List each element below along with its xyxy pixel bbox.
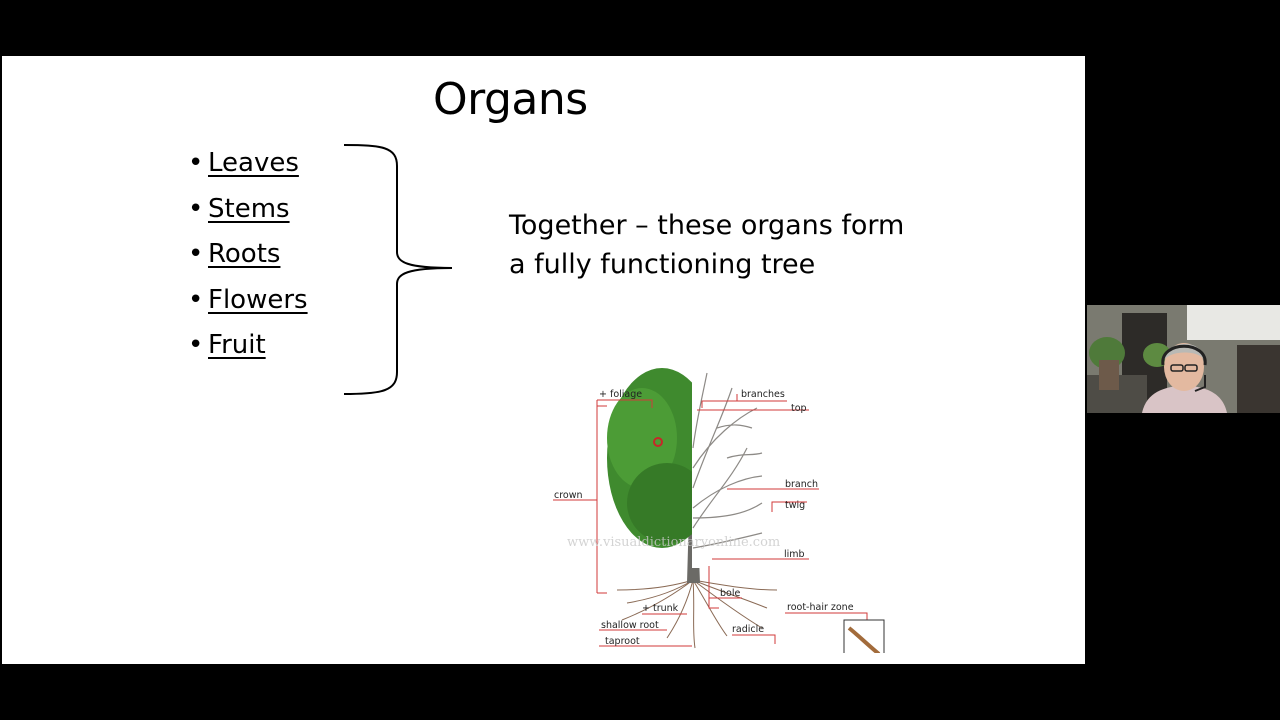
label-radicle: radicle — [732, 624, 764, 635]
label-bole: bole — [720, 588, 740, 599]
foliage-illustration — [607, 358, 752, 568]
label-limb: limb — [784, 549, 805, 560]
label-taproot: taproot — [605, 636, 640, 647]
roots-link[interactable]: Roots — [208, 239, 281, 269]
fruit-link[interactable]: Fruit — [208, 330, 266, 360]
leader-lines — [553, 394, 868, 647]
slide-title: Organs — [433, 74, 588, 125]
organ-bullet-list: •Leaves •Stems •Roots •Flowers •Fruit — [188, 148, 308, 376]
label-root-hair-zone: root-hair zone — [787, 602, 854, 613]
list-item: •Flowers — [188, 285, 308, 331]
flowers-link[interactable]: Flowers — [208, 284, 308, 315]
summary-line-2: a fully functioning tree — [509, 249, 816, 280]
root-hair-inset — [843, 619, 885, 653]
presenter-video-icon — [1087, 305, 1280, 413]
label-branches: branches — [741, 389, 785, 400]
bare-branches-illustration — [692, 372, 763, 549]
bullet-icon: • — [188, 284, 204, 315]
label-twig: twig — [785, 500, 805, 511]
tree-anatomy-diagram: + foliage branches top crown branch twig… — [553, 358, 885, 653]
stems-link[interactable]: Stems — [208, 193, 290, 224]
pointer-highlight-icon — [653, 437, 663, 447]
label-branch: branch — [785, 479, 818, 490]
presenter-video-thumbnail[interactable] — [1087, 305, 1280, 413]
label-top: top — [791, 403, 807, 414]
presentation-slide: Organs •Leaves •Stems •Roots •Flowers •F… — [2, 56, 1085, 664]
watermark-text: www.visualdictionaryonline.com — [567, 535, 780, 550]
summary-line-1: Together – these organs form — [509, 210, 905, 241]
bullet-icon: • — [188, 193, 204, 224]
bullet-icon: • — [188, 148, 204, 178]
bullet-icon: • — [188, 239, 204, 269]
bullet-icon: • — [188, 330, 204, 360]
list-item: •Stems — [188, 194, 308, 240]
label-shallow-root: shallow root — [601, 620, 659, 631]
summary-text: Together – these organs form a fully fun… — [509, 206, 929, 284]
label-foliage: + foliage — [599, 389, 642, 400]
list-item: •Fruit — [188, 330, 308, 376]
label-trunk: + trunk — [642, 603, 679, 614]
leaves-link[interactable]: Leaves — [208, 148, 299, 178]
right-curly-brace-icon — [343, 144, 453, 395]
roots-illustration — [616, 579, 778, 649]
list-item: •Roots — [188, 239, 308, 285]
root-hair-illustration — [847, 626, 881, 653]
label-crown: crown — [554, 490, 583, 501]
list-item: •Leaves — [188, 148, 308, 194]
